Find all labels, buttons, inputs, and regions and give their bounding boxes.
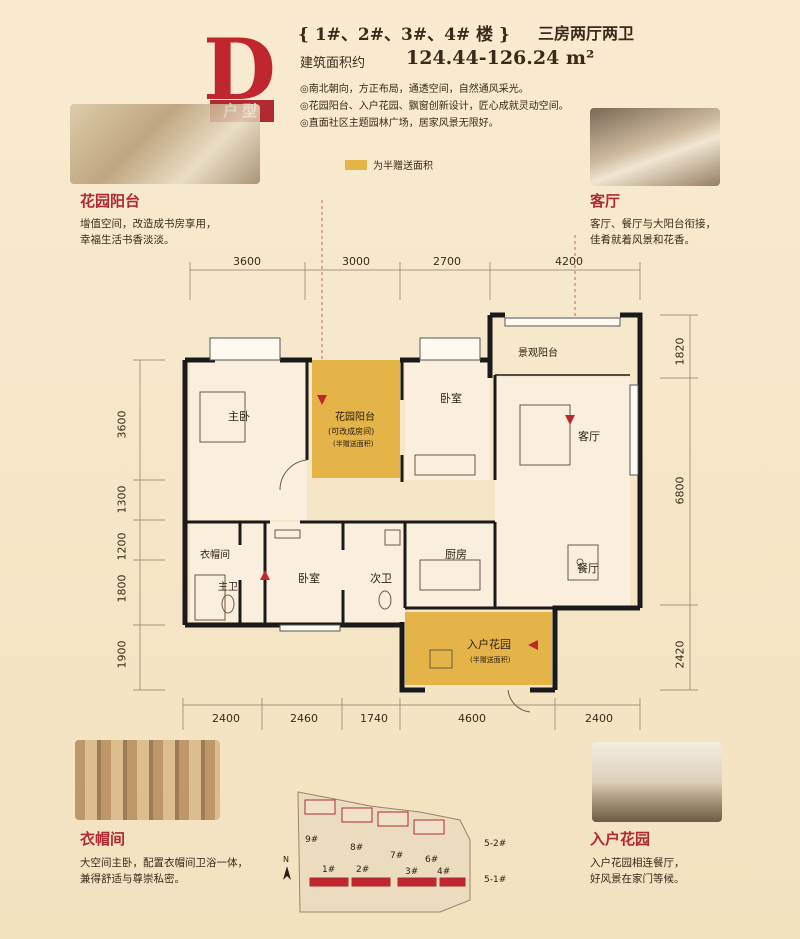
site-label-7: 7#	[390, 851, 403, 861]
room-garden-balcony-note2: (半赠送面积)	[333, 439, 374, 448]
entry-garden-desc-1: 入户花园相连餐厅，	[590, 857, 685, 869]
building-numbers: { 1#、2#、3#、4# 楼 }	[298, 25, 510, 45]
room-garden-balcony-note1: (可改成房间)	[328, 426, 374, 436]
room-type: 三房两厅两卫	[538, 24, 635, 43]
north-arrow-icon	[283, 866, 291, 880]
room-entry-garden-note: (半赠送面积)	[470, 655, 511, 664]
room-closet: 衣帽间	[200, 548, 230, 561]
garden-balcony-desc-1: 增值空间，改造成书房享用，	[80, 218, 217, 230]
room-entry-garden: 入户花园	[467, 637, 511, 651]
entry-garden-title: 入户花园	[590, 830, 651, 848]
room-master-bath: 主卫	[218, 581, 238, 593]
site-plan	[297, 791, 471, 913]
feature-1: ◎南北朝向，方正布局，通透空间，自然通风采光。	[300, 84, 529, 95]
unit-letter: D	[203, 20, 276, 119]
room-view-balcony: 景观阳台	[518, 346, 558, 359]
feature-3: ◎直面社区主题园林广场，居家风景无限好。	[300, 118, 499, 129]
site-label-3: 3#	[405, 867, 418, 877]
room-master: 主卧	[228, 410, 250, 423]
legend-text: 为半赠送面积	[373, 161, 433, 172]
site-label-4: 4#	[437, 867, 450, 877]
living-desc-1: 客厅、餐厅与大阳台衔接，	[590, 218, 716, 230]
site-label-6: 6#	[425, 855, 438, 865]
living-desc-2: 佳肴就着风景和花香。	[590, 234, 695, 246]
room-living: 客厅	[578, 429, 600, 443]
closet-photo	[75, 740, 220, 820]
room-garden-balcony: 花园阳台	[335, 410, 375, 423]
garden-balcony-photo	[70, 104, 260, 184]
room-bedroom-top: 卧室	[440, 391, 462, 405]
room-bedroom-bottom: 卧室	[298, 571, 320, 585]
dim-top-4: 4200	[555, 255, 583, 268]
site-label-2: 2#	[356, 865, 369, 875]
living-photo	[590, 108, 720, 186]
dim-top-3: 2700	[433, 255, 461, 268]
site-label-5-1: 5-1#	[484, 875, 506, 885]
room-second-bath: 次卫	[370, 571, 392, 585]
entry-garden-desc-2: 好风景在家门等候。	[590, 873, 685, 885]
north-label: N	[283, 855, 289, 864]
garden-balcony-title: 花园阳台	[80, 192, 141, 210]
dim-bottom-2: 2460	[290, 712, 318, 725]
room-dining: 餐厅	[577, 561, 599, 575]
closet-desc-2: 兼得舒适与尊崇私密。	[80, 873, 185, 885]
living-title: 客厅	[590, 192, 621, 210]
room-kitchen: 厨房	[445, 548, 467, 561]
feature-2: ◎花园阳台、入户花园、飘窗创新设计，匠心成就灵动空间。	[300, 101, 569, 112]
entry-garden-photo	[592, 742, 722, 822]
closet-title: 衣帽间	[80, 830, 126, 848]
site-label-1: 1#	[322, 865, 335, 875]
dim-top-2: 3000	[342, 255, 370, 268]
closet-desc-1: 大空间主卧，配置衣帽间卫浴一体，	[80, 857, 248, 869]
site-label-9: 9#	[305, 835, 318, 845]
dim-bottom-1: 2400	[212, 712, 240, 725]
site-label-8: 8#	[350, 843, 363, 853]
dim-bottom-5: 2400	[585, 712, 613, 725]
dim-bottom-3: 1740	[360, 712, 388, 725]
dim-top-1: 3600	[233, 255, 261, 268]
legend-swatch	[345, 160, 367, 170]
area-label: 建筑面积约	[300, 56, 366, 71]
site-label-5-2: 5-2#	[484, 839, 506, 849]
dim-bottom-4: 4600	[458, 712, 486, 725]
area-value: 124.44-126.24 m²	[406, 47, 595, 69]
garden-balcony-desc-2: 幸福生活书香淡淡。	[80, 234, 175, 246]
